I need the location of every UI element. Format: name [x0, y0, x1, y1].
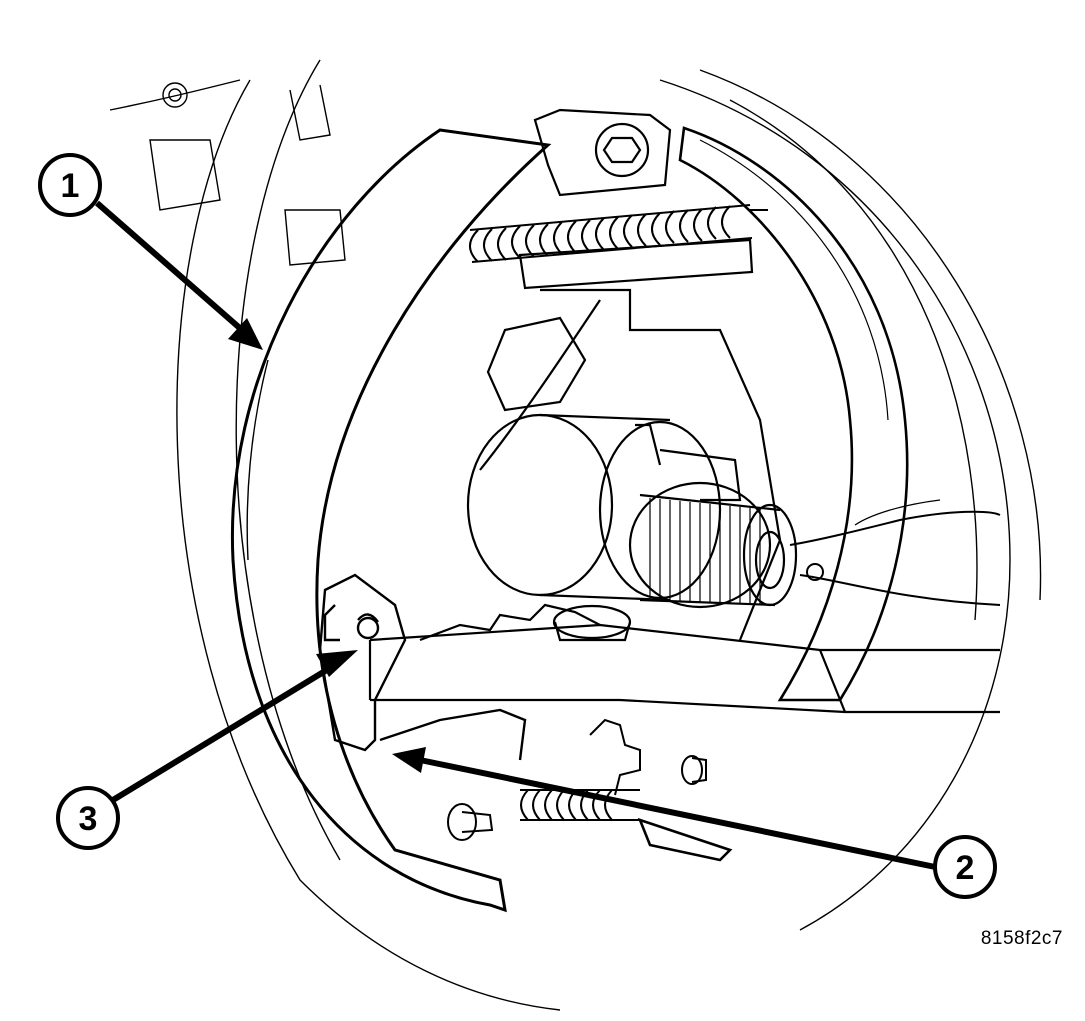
callout-2-number: 2 — [956, 849, 975, 887]
callout-3: 3 — [56, 786, 120, 850]
hold-down-pins — [447, 755, 707, 841]
lower-return-spring — [520, 718, 641, 821]
anchor-pin — [518, 108, 754, 290]
brake-shoe-outer — [230, 128, 552, 913]
figure-id-code: 8158f2c7 — [980, 928, 1063, 949]
callout-1: 1 — [38, 153, 102, 217]
callout-2: 2 — [933, 835, 997, 899]
backing-plate — [109, 59, 1042, 1011]
brake-shoe-inner — [637, 126, 909, 862]
parking-brake-lever — [368, 603, 1000, 714]
callout-3-number: 3 — [79, 800, 98, 838]
hub-and-axle — [466, 288, 798, 641]
leader-lines — [95, 200, 941, 871]
upper-return-spring — [469, 204, 768, 263]
adjuster-lever — [318, 573, 527, 761]
parking-brake-cable — [789, 499, 1001, 606]
callout-1-number: 1 — [61, 167, 80, 205]
